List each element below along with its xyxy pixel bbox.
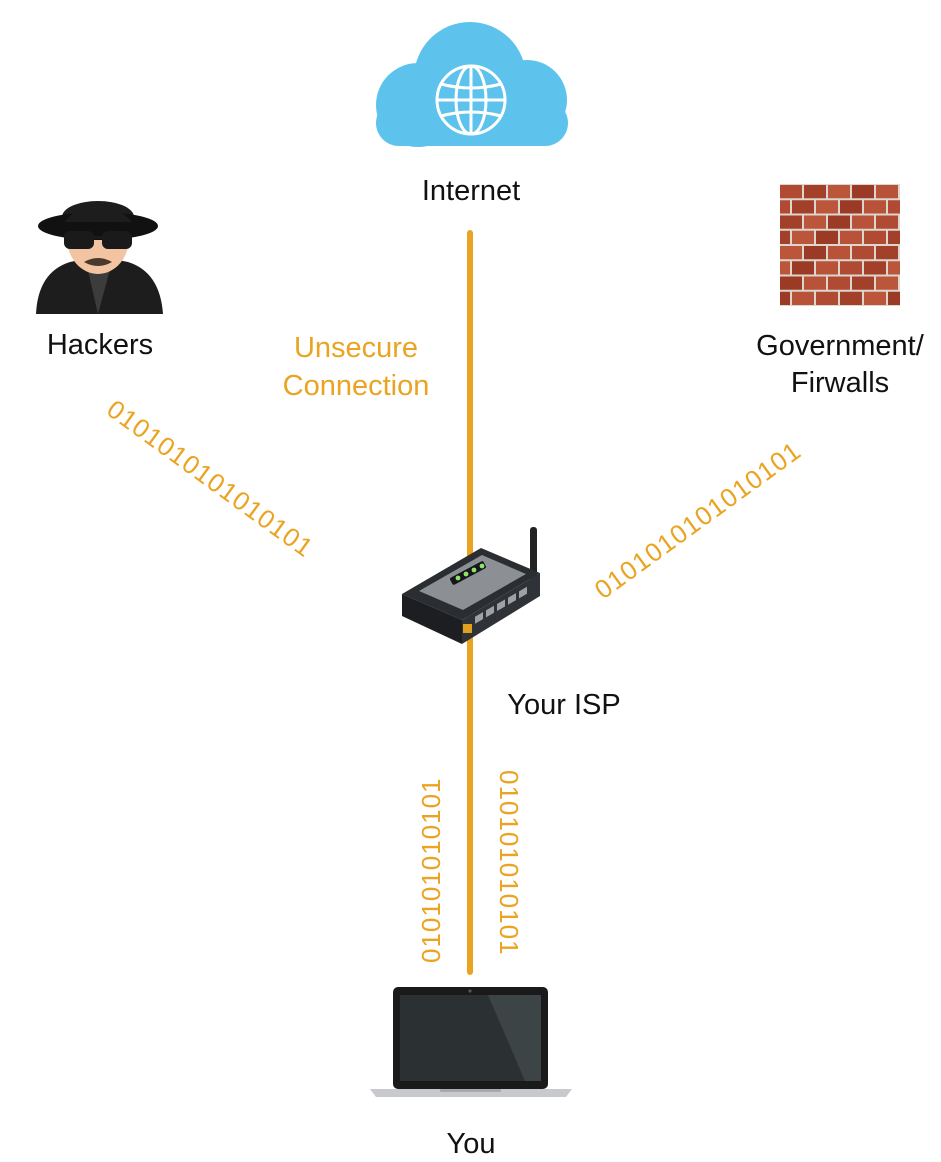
- brick: [876, 215, 898, 229]
- brick: [828, 215, 850, 229]
- brick: [804, 215, 826, 229]
- brick: [888, 230, 900, 244]
- brick: [888, 200, 900, 214]
- brick: [804, 246, 826, 260]
- brick: [780, 246, 802, 260]
- brick: [816, 200, 838, 214]
- brick: [828, 276, 850, 290]
- router-icon: [402, 527, 540, 644]
- brick: [840, 200, 862, 214]
- government-label-line1: Government/: [756, 330, 925, 362]
- hacker-icon: [36, 201, 163, 314]
- brick: [840, 291, 862, 305]
- binary-stream-down-left: 010101010101: [416, 777, 446, 963]
- brick: [852, 276, 874, 290]
- internet-label: Internet: [422, 175, 520, 207]
- brick: [780, 276, 802, 290]
- brick-wall-icon: [780, 184, 900, 306]
- brick: [792, 230, 814, 244]
- brick: [780, 291, 790, 305]
- brick: [816, 261, 838, 275]
- isp-label: Your ISP: [507, 689, 620, 721]
- laptop-icon: [370, 987, 572, 1097]
- brick: [792, 291, 814, 305]
- binary-stream-hackers: 0101010101010101: [101, 394, 319, 564]
- cloud-globe-icon: [376, 22, 568, 147]
- brick: [852, 246, 874, 260]
- brick: [888, 291, 900, 305]
- brick: [876, 276, 898, 290]
- brick: [840, 230, 862, 244]
- brick: [876, 246, 898, 260]
- brick: [792, 261, 814, 275]
- brick: [828, 246, 850, 260]
- brick: [876, 185, 898, 199]
- brick: [864, 200, 886, 214]
- binary-stream-down-right: 010101010101: [494, 770, 524, 956]
- brick: [780, 230, 790, 244]
- hackers-label: Hackers: [47, 329, 153, 361]
- brick: [780, 261, 790, 275]
- you-label: You: [447, 1128, 496, 1160]
- brick: [864, 230, 886, 244]
- brick: [852, 185, 874, 199]
- government-label-line2: Firwalls: [791, 367, 889, 399]
- brick: [780, 185, 802, 199]
- brick: [828, 185, 850, 199]
- brick: [804, 276, 826, 290]
- binary-stream-government: 0101010101010101: [589, 435, 807, 605]
- brick: [792, 200, 814, 214]
- brick: [780, 215, 802, 229]
- brick: [840, 261, 862, 275]
- unsecure-label-line1: Unsecure: [294, 332, 418, 364]
- brick: [816, 291, 838, 305]
- brick: [780, 200, 790, 214]
- brick: [864, 291, 886, 305]
- brick: [816, 230, 838, 244]
- unsecure-label-line2: Connection: [283, 370, 430, 402]
- brick: [864, 261, 886, 275]
- brick: [888, 261, 900, 275]
- brick: [852, 215, 874, 229]
- brick: [804, 185, 826, 199]
